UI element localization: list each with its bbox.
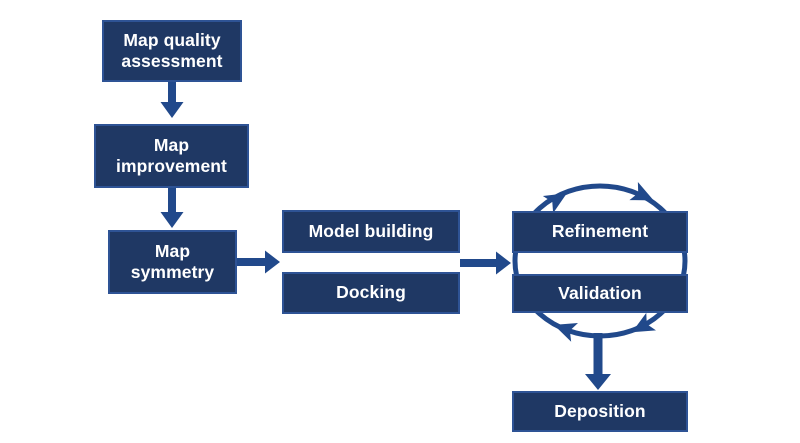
- arrow-right-icon-symmetry-to-modelbuilding: [237, 250, 280, 274]
- box-validation: Validation: [512, 274, 688, 313]
- box-refinement: Refinement: [512, 211, 688, 253]
- cycle-arrowhead-top-left: [542, 193, 567, 214]
- arrow-down-icon-improvement-to-symmetry: [160, 188, 184, 228]
- box-label-deposition: Deposition: [554, 400, 646, 421]
- box-label-map-symmetry: Map symmetry: [130, 240, 215, 282]
- box-label-map-improvement: Map improvement: [116, 134, 227, 176]
- arrow-down-icon-cycle-to-deposition: [585, 333, 611, 390]
- box-label-refinement: Refinement: [551, 221, 649, 242]
- box-label-validation: Validation: [558, 282, 642, 303]
- cycle-arrowhead-top-right: [629, 181, 654, 201]
- arrow-down-icon-quality-to-improvement: [160, 82, 184, 118]
- arrow-right-icon-modelbuilding-to-refinement: [460, 251, 511, 275]
- iteration-cycle-ring: [512, 183, 688, 339]
- box-deposition: Deposition: [512, 391, 688, 432]
- box-docking: Docking: [282, 272, 460, 314]
- box-map-symmetry: Map symmetry: [108, 230, 237, 294]
- cycle-arrowhead-bottom-left: [553, 322, 578, 342]
- box-label-model-building: Model building: [308, 220, 434, 241]
- cycle-arrowhead-bottom-right: [631, 312, 656, 333]
- box-label-docking: Docking: [336, 282, 406, 303]
- box-map-improvement: Map improvement: [94, 124, 249, 188]
- box-map-quality-assessment: Map quality assessment: [102, 20, 242, 82]
- box-model-building: Model building: [282, 210, 460, 253]
- cycle-arrows-icon: [512, 181, 688, 342]
- box-label-map-quality-assessment: Map quality assessment: [121, 29, 223, 71]
